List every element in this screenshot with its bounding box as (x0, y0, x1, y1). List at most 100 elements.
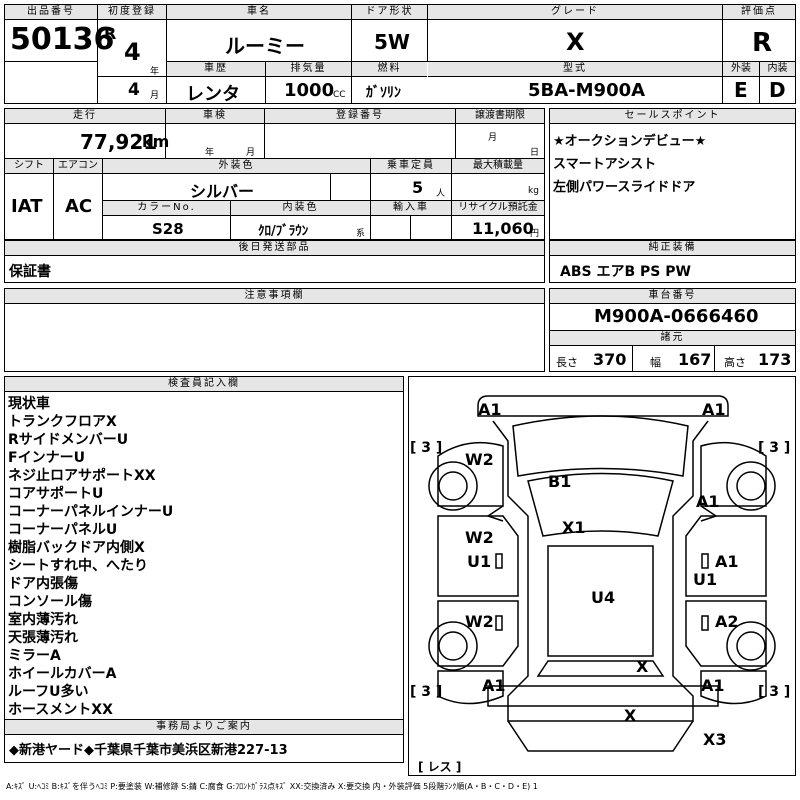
inspector-note: ミラーA (8, 648, 61, 664)
mark-x1: X1 (562, 518, 586, 537)
kei-unit: 系 (356, 229, 366, 239)
width-label: 幅 (650, 356, 661, 369)
damage-diagram (408, 376, 796, 776)
length-value: 370 (593, 350, 627, 369)
mark-a1-br: A1 (701, 676, 725, 695)
sales-point-2: スマートアシスト (553, 157, 657, 172)
inspector-note: コーナーパネルU (8, 522, 118, 538)
mark-a2-r: A2 (715, 612, 739, 631)
legend: A:ｷｽﾞ U:ﾍｺﾐ B:ｷｽﾞを伴うﾍｺﾐ P:要塗装 W:補修跡 S:錆 … (6, 782, 538, 791)
inspector-note: コーナーパネルインナーU (8, 504, 174, 520)
inspector-note: ホースメントXX (8, 702, 113, 718)
mark-u4: U4 (591, 588, 616, 607)
reg-year-value: 4 (124, 38, 141, 66)
tire-bl: [ 3 ] (410, 684, 443, 700)
month-unit: 月 (150, 91, 160, 101)
inspector-note: ルーフU多い (8, 684, 89, 700)
inspector-note: 室内薄汚れ (8, 612, 78, 628)
mark-a1-r2: A1 (715, 552, 739, 571)
history-header: 車歴 (167, 62, 265, 77)
length-label: 長さ (556, 356, 578, 369)
transfer-deadline-header: 譲渡書期限 (456, 109, 544, 124)
inspector-note: コンソール傷 (8, 594, 92, 610)
aircon-header: エアコン (54, 159, 102, 174)
transfer-day-unit: 日 (530, 148, 540, 158)
exterior-score-value: E (734, 78, 748, 102)
tire-tr: [ 3 ] (758, 440, 791, 456)
score-value: R (752, 28, 773, 58)
first-reg-header: 初度登録 (98, 5, 166, 20)
caution-section (4, 288, 545, 372)
caution-header: 注意事項欄 (5, 289, 544, 304)
inspector-note: FインナーU (8, 450, 85, 466)
chassis-no-value: M900A-0666460 (594, 306, 759, 327)
sales-point-3: 左側パワースライドドア (553, 180, 696, 195)
interior-header: 内装 (760, 62, 795, 77)
yen-unit: 円 (530, 229, 540, 239)
inspector-note: RサイドメンバーU (8, 432, 129, 448)
mileage-header: 走行 (5, 109, 165, 124)
height-label: 高さ (724, 356, 746, 369)
inspector-note: 現状車 (8, 396, 50, 412)
ext-color-value: シルバー (190, 182, 255, 201)
genuine-equipment-value: ABS エアB PS PW (560, 264, 691, 280)
door-header: ドア形状 (352, 5, 427, 20)
tire-tl: [ 3 ] (410, 440, 443, 456)
inspection-header: 車検 (166, 109, 264, 124)
mark-x-c1: X (636, 657, 649, 676)
sales-point-1: ★オークションデビュー★ (553, 134, 707, 149)
shift-value: IAT (11, 196, 43, 217)
spare-tire: [ レス ] (418, 760, 462, 774)
mark-a1-r1: A1 (696, 492, 720, 511)
sales-points-header: セールスポイント (550, 109, 795, 124)
later-parts-header: 後日発送部品 (5, 241, 544, 256)
mark-w2-l2: W2 (465, 528, 494, 547)
office-notice-header: 事務局よりご案内 (5, 720, 403, 735)
reg-month-value: 4 (128, 80, 140, 100)
car-name-value: ルーミー (225, 34, 305, 58)
lot-no-value: 50136 (10, 22, 115, 57)
cc-unit: CC (333, 90, 346, 100)
exterior-header: 外装 (723, 62, 759, 77)
width-value: 167 (678, 350, 712, 369)
km-unit: km (142, 132, 170, 151)
ext-color-header: 外装色 (103, 159, 370, 174)
capacity-header: 乗車定員 (371, 159, 451, 174)
later-parts-section (4, 240, 545, 283)
inspector-note: ネジ止ロアサポートXX (8, 468, 156, 484)
model-value: 5BA-M900A (528, 80, 646, 101)
grade-header: グレード (428, 5, 722, 20)
import-header: 輸入車 (371, 201, 451, 216)
recycle-header: リサイクル預託金 (452, 201, 544, 216)
inspector-note: シートすれ中、へたり (8, 558, 148, 574)
mark-a1-bl: A1 (482, 676, 506, 695)
inspector-note: ドア内張傷 (8, 576, 78, 592)
capacity-value: 5 (412, 178, 424, 197)
mark-b1: B1 (548, 472, 572, 491)
tire-br: [ 3 ] (758, 684, 791, 700)
inspector-note: 天張薄汚れ (8, 630, 78, 646)
car-diagram (428, 395, 776, 752)
reg-no-header: 登録番号 (265, 109, 455, 124)
chassis-no-header: 車台番号 (550, 289, 795, 304)
shift-header: シフト (5, 159, 53, 174)
genuine-equipment-header: 純正装備 (550, 241, 795, 256)
int-color-value: ｸﾛ/ﾌﾞﾗｳﾝ (258, 224, 309, 239)
fuel-value: ｶﾞｿﾘﾝ (366, 85, 401, 101)
mark-x3: X3 (703, 730, 727, 749)
recycle-value: 11,060 (472, 219, 534, 238)
inspector-notes-header: 検査員記入欄 (5, 377, 403, 392)
insp-year-unit: 年 (205, 148, 215, 158)
door-value: 5W (374, 30, 410, 54)
persons-unit: 人 (436, 189, 446, 199)
inspector-note: 樹脂バックドア内側X (8, 540, 145, 556)
color-no-header: カラーNo. (103, 201, 230, 216)
era-value: R (104, 24, 117, 43)
inspector-note: ホイールカバーA (8, 666, 117, 682)
mark-w2-l3: W2 (465, 612, 494, 631)
displacement-header: 排気量 (266, 62, 351, 77)
int-color-header: 内装色 (231, 201, 370, 216)
later-parts-value: 保証書 (9, 264, 51, 280)
inspector-note: コアサポートU (8, 486, 104, 502)
inspector-note: トランクフロアX (8, 414, 117, 430)
